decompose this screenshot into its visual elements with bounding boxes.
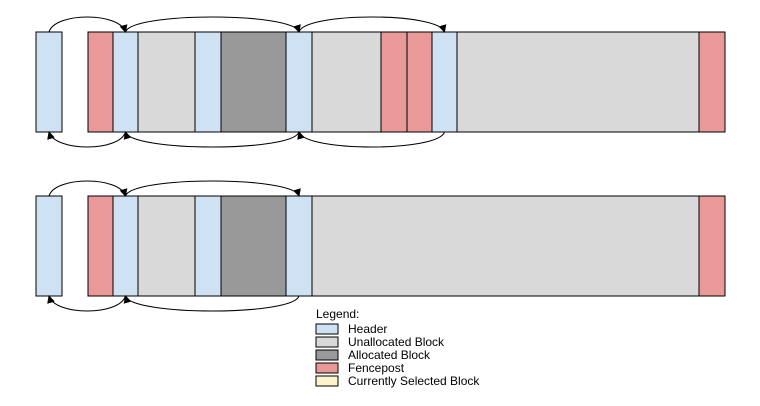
prev-pointer-arrow [297,131,446,148]
free-list-links [47,16,447,312]
header-block [35,195,63,297]
legend-label-selected: Currently Selected Block [348,374,480,388]
next-pointer-arrow [48,180,128,197]
fencepost-block [380,31,408,133]
fencepost-block [406,31,433,133]
unallocated-block [311,31,382,133]
header-block [112,195,139,297]
fencepost-block [87,31,114,133]
next-pointer-arrow [124,180,301,197]
heap-rows [35,31,726,297]
fencepost-block [87,195,114,297]
legend-swatch-allocated [315,349,339,361]
legend-label-allocated: Allocated Block [348,348,431,362]
header-block [35,31,63,133]
legend-swatch-header [315,323,339,335]
unallocated-block [137,31,196,133]
legend-title: Legend: [316,307,359,321]
unallocated-block [311,195,700,297]
fencepost-block [698,31,726,133]
unallocated-block [137,195,196,297]
legend-swatch-unallocated [315,336,339,348]
header-block [285,31,313,133]
header-block [194,31,222,133]
header-block [112,31,139,133]
legend-label-fencepost: Fencepost [348,361,405,375]
header-block [431,31,458,133]
prev-pointer-arrow [123,295,300,312]
next-pointer-arrow [298,16,447,33]
heap-row-after [35,195,726,297]
prev-pointer-arrow [47,295,127,312]
heap-row-before [35,31,726,133]
legend-label-header: Header [348,322,387,336]
next-pointer-arrow [48,16,128,33]
legend-swatch-fencepost [315,362,339,374]
header-block [285,195,313,297]
allocated-block [220,195,287,297]
legend-swatch-selected [315,375,339,387]
next-pointer-arrow [124,16,301,33]
prev-pointer-arrow [47,131,127,148]
unallocated-block [456,31,700,133]
fencepost-block [698,195,726,297]
prev-pointer-arrow [123,131,300,148]
header-block [194,195,222,297]
legend-label-unallocated: Unallocated Block [348,335,445,349]
allocated-block [220,31,287,133]
